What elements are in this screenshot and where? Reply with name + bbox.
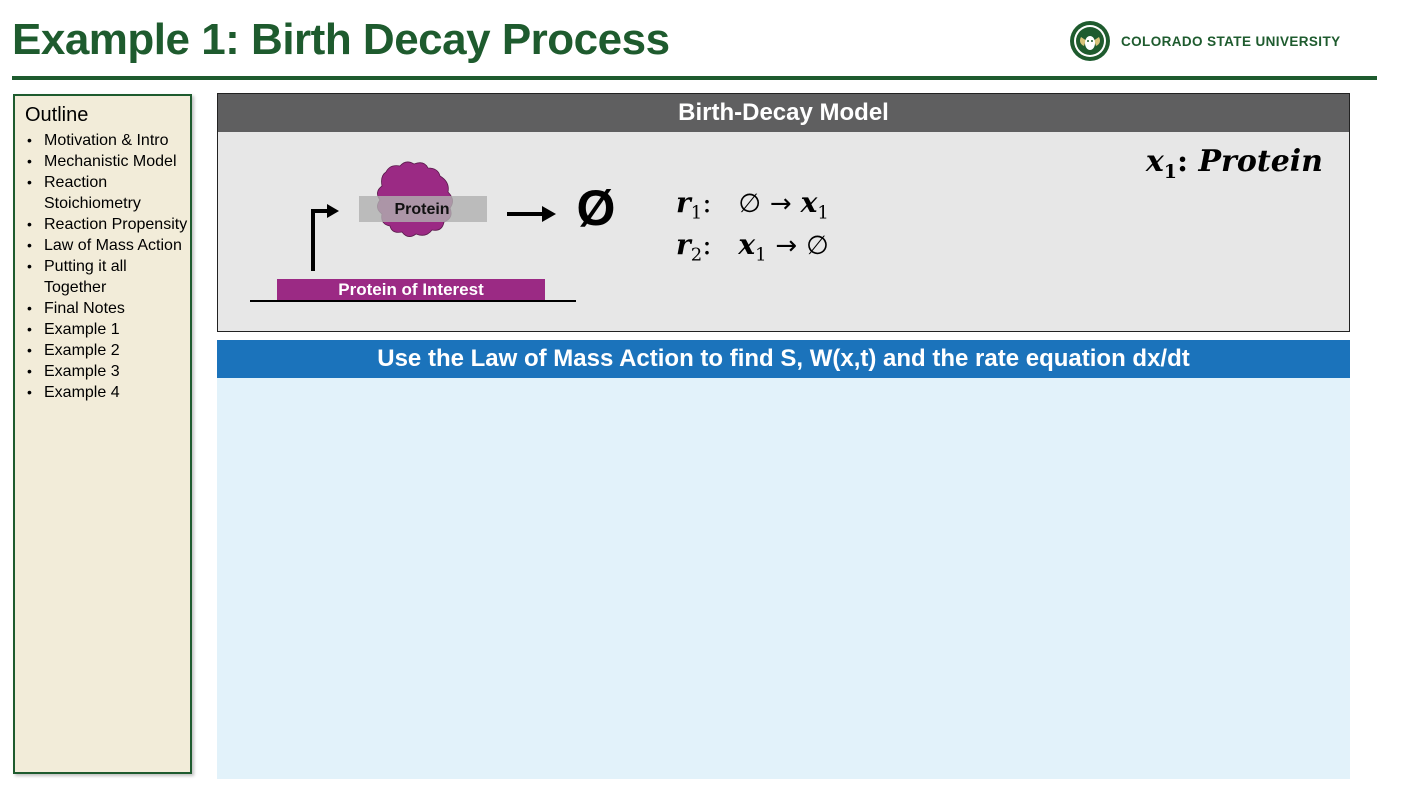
- outline-item[interactable]: Mechanistic Model: [25, 151, 190, 172]
- reaction-r2: r2: x1 → ∅: [676, 228, 829, 266]
- reaction-index: 2: [690, 244, 703, 266]
- reaction-lhs: ∅: [738, 189, 762, 219]
- outline-item[interactable]: Example 3: [25, 361, 190, 382]
- birth-decay-model-panel: Birth-Decay Model Protein of Interest Pr…: [217, 93, 1350, 332]
- outline-item[interactable]: Example 1: [25, 319, 190, 340]
- outline-item[interactable]: Reaction Stoichiometry: [25, 172, 190, 214]
- outline-sidebar: Outline Motivation & Intro Mechanistic M…: [13, 94, 192, 774]
- outline-title: Outline: [25, 104, 89, 126]
- question-banner: Use the Law of Mass Action to find S, W(…: [217, 340, 1350, 378]
- reaction-arrow-icon: →: [769, 189, 792, 219]
- species-definition: x1: Protein: [1145, 144, 1323, 183]
- outline-list: Motivation & Intro Mechanistic Model Rea…: [25, 130, 190, 403]
- model-header: Birth-Decay Model: [218, 94, 1349, 132]
- promoter-arrow-icon: [311, 209, 328, 271]
- reaction-arrow-icon: →: [775, 231, 798, 261]
- species-name: Protein: [1198, 144, 1323, 179]
- reaction-rhs-index: 1: [817, 202, 829, 224]
- species-subscript: 1: [1163, 161, 1177, 183]
- species-symbol: x: [1145, 144, 1164, 179]
- ram-seal-icon: [1070, 21, 1110, 61]
- reaction-rhs-var: x: [800, 186, 818, 219]
- gene-label: Protein of Interest: [338, 280, 484, 299]
- reaction-lhs-index: 1: [755, 244, 767, 266]
- outline-item[interactable]: Example 2: [25, 340, 190, 361]
- reaction-rhs: ∅: [806, 231, 829, 261]
- protein-label-box: [359, 196, 487, 222]
- outline-item[interactable]: Putting it all Together: [25, 256, 190, 298]
- outline-item[interactable]: Example 4: [25, 382, 190, 403]
- reaction-lhs-var: x: [738, 228, 756, 261]
- reaction-name: r: [676, 186, 691, 219]
- outline-item[interactable]: Motivation & Intro: [25, 130, 190, 151]
- protein-label: Protein: [394, 201, 449, 218]
- outline-item[interactable]: Law of Mass Action: [25, 235, 190, 256]
- outline-item[interactable]: Final Notes: [25, 298, 190, 319]
- outline-item[interactable]: Reaction Propensity: [25, 214, 190, 235]
- logo-text: COLORADO STATE UNIVERSITY: [1121, 33, 1341, 49]
- reaction-index: 1: [690, 202, 703, 224]
- title-divider: [12, 76, 1377, 80]
- gene-expression-diagram: Protein of Interest Protein Ø: [250, 161, 616, 302]
- reaction-r1: r1: ∅ → x1: [676, 186, 829, 224]
- empty-set-symbol: Ø: [577, 180, 616, 236]
- gene-box: [277, 279, 545, 300]
- answer-area: [217, 378, 1350, 779]
- csu-logo: COLORADO STATE UNIVERSITY: [1069, 18, 1369, 64]
- reaction-name: r: [676, 228, 691, 261]
- slide-title: Example 1: Birth Decay Process: [12, 15, 670, 64]
